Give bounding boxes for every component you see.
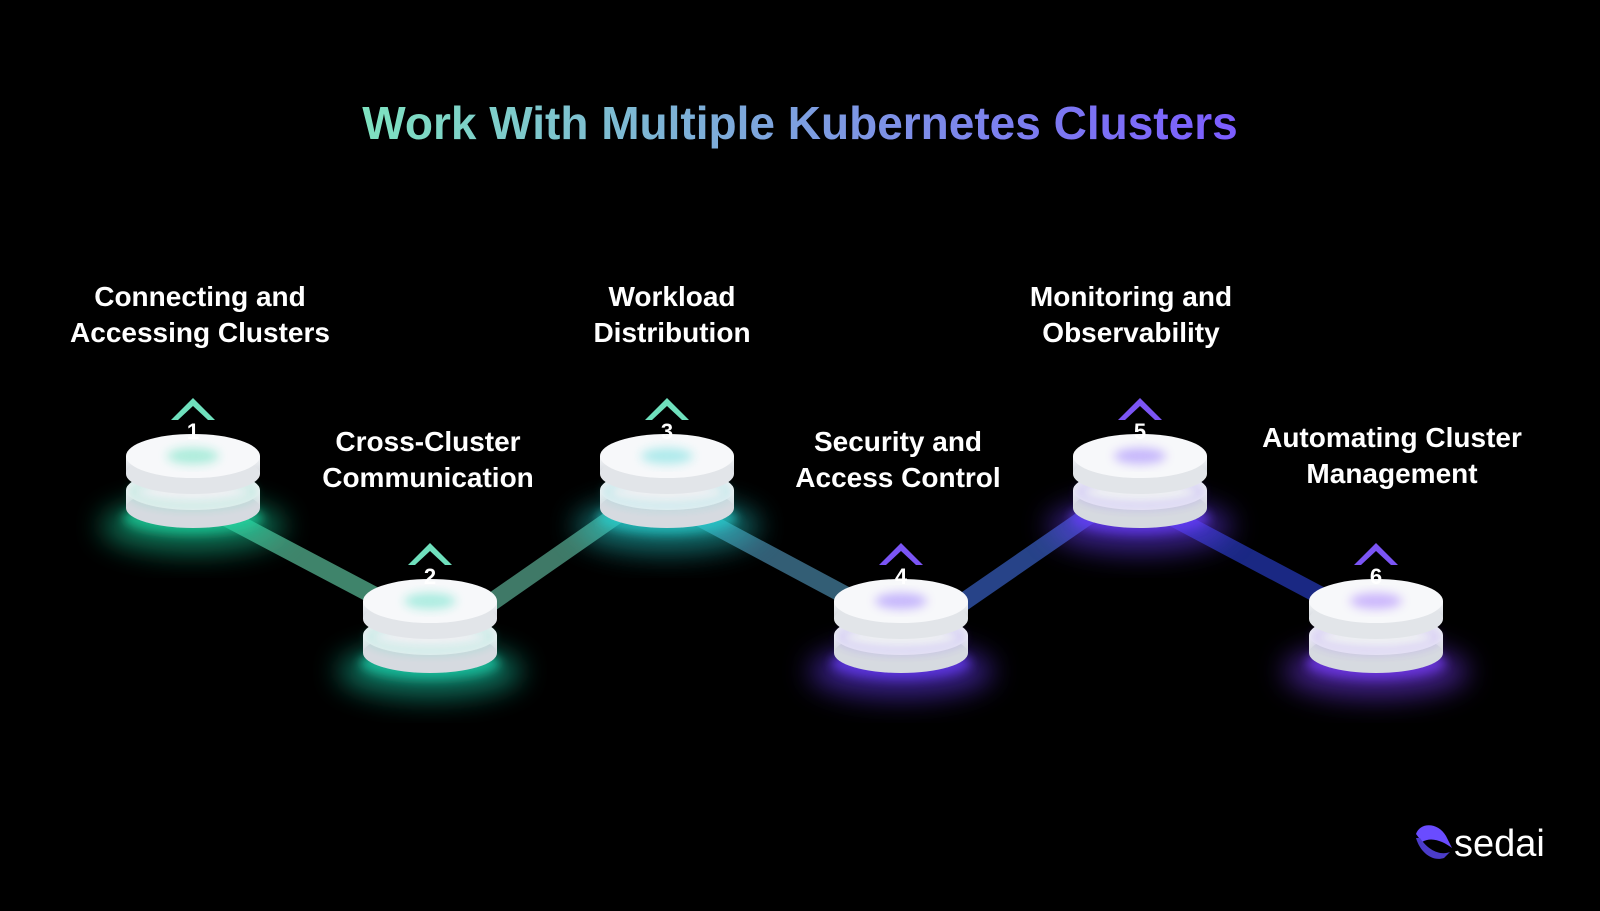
disc-center-glow (641, 448, 693, 464)
step-number: 1 (187, 419, 199, 444)
chevron-up-icon (1118, 398, 1162, 420)
step-number: 6 (1370, 564, 1382, 589)
step-label-line: Management (1306, 458, 1477, 489)
page-title: Work With Multiple Kubernetes Clusters (362, 97, 1237, 149)
step-number: 5 (1134, 419, 1146, 444)
step-label-line: Access Control (795, 462, 1000, 493)
disc-center-glow (404, 593, 456, 609)
disc-center-glow (875, 593, 927, 609)
disc-center-glow (167, 448, 219, 464)
step-label-line: Connecting and (94, 281, 306, 312)
chevron-up-icon (645, 398, 689, 420)
disc-center-glow (1350, 593, 1402, 609)
sedai-logo: sedai (1416, 823, 1545, 865)
logo-mark-top (1416, 825, 1452, 848)
step-label-line: Automating Cluster (1262, 422, 1522, 453)
chevron-up-icon (879, 543, 923, 565)
step-label-line: Monitoring and (1030, 281, 1232, 312)
logo-mark-bottom (1416, 838, 1450, 859)
step-label-line: Workload (608, 281, 735, 312)
step-label-line: Communication (322, 462, 534, 493)
step-label-line: Security and (814, 426, 982, 457)
step-number: 2 (424, 564, 436, 589)
chevron-up-icon (408, 543, 452, 565)
chevron-up-icon (171, 398, 215, 420)
disc-center-glow (1114, 448, 1166, 464)
logo-wordmark: sedai (1454, 823, 1545, 865)
step-label-line: Observability (1042, 317, 1220, 348)
step-label-line: Accessing Clusters (70, 317, 330, 348)
step-label-line: Cross-Cluster (335, 426, 520, 457)
step-number: 3 (661, 419, 673, 444)
sedai-logo-icon (1416, 825, 1452, 859)
step-number: 4 (895, 564, 908, 589)
chevron-up-icon (1354, 543, 1398, 565)
step-label-line: Distribution (593, 317, 750, 348)
